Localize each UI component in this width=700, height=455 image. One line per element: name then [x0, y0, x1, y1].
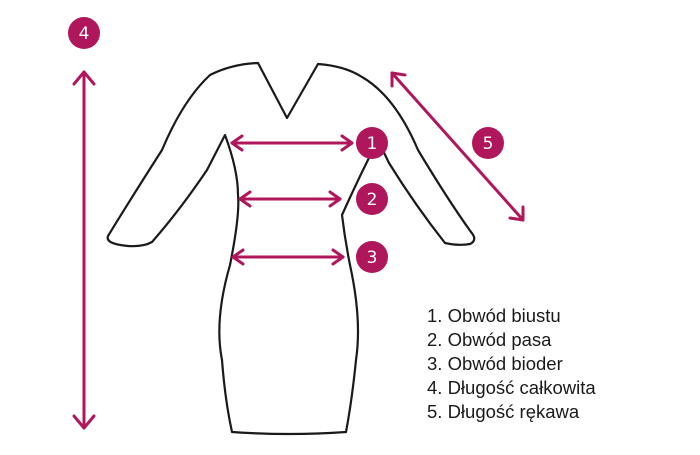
badge-sleeve-length: 5 — [472, 127, 504, 159]
legend-item-total-length: 4. Długość całkowita — [427, 377, 596, 398]
waist-arrow — [238, 190, 342, 208]
badge-waist: 2 — [356, 183, 388, 215]
badge-total-length-label: 4 — [79, 24, 90, 44]
badge-bust: 1 — [356, 127, 388, 159]
badge-hips-label: 3 — [367, 248, 378, 268]
badge-sleeve-length-label: 5 — [483, 134, 494, 154]
legend-item-bust: 1. Obwód biustu — [427, 305, 561, 326]
legend-item-waist: 2. Obwód pasa — [427, 329, 552, 350]
dress-outline — [106, 61, 476, 436]
badge-waist-label: 2 — [367, 190, 378, 210]
sleeve-length-arrow — [390, 71, 525, 222]
badge-total-length: 4 — [68, 17, 100, 49]
total-length-arrow — [72, 70, 96, 430]
hips-arrow — [231, 248, 345, 266]
badge-bust-label: 1 — [367, 134, 378, 154]
measurement-legend: 1. Obwód biustu 2. Obwód pasa 3. Obwód b… — [427, 304, 596, 424]
legend-item-hips: 3. Obwód bioder — [427, 353, 563, 374]
badge-hips: 3 — [356, 241, 388, 273]
bust-arrow — [230, 134, 354, 152]
legend-item-sleeve-length: 5. Długość rękawa — [427, 401, 580, 422]
